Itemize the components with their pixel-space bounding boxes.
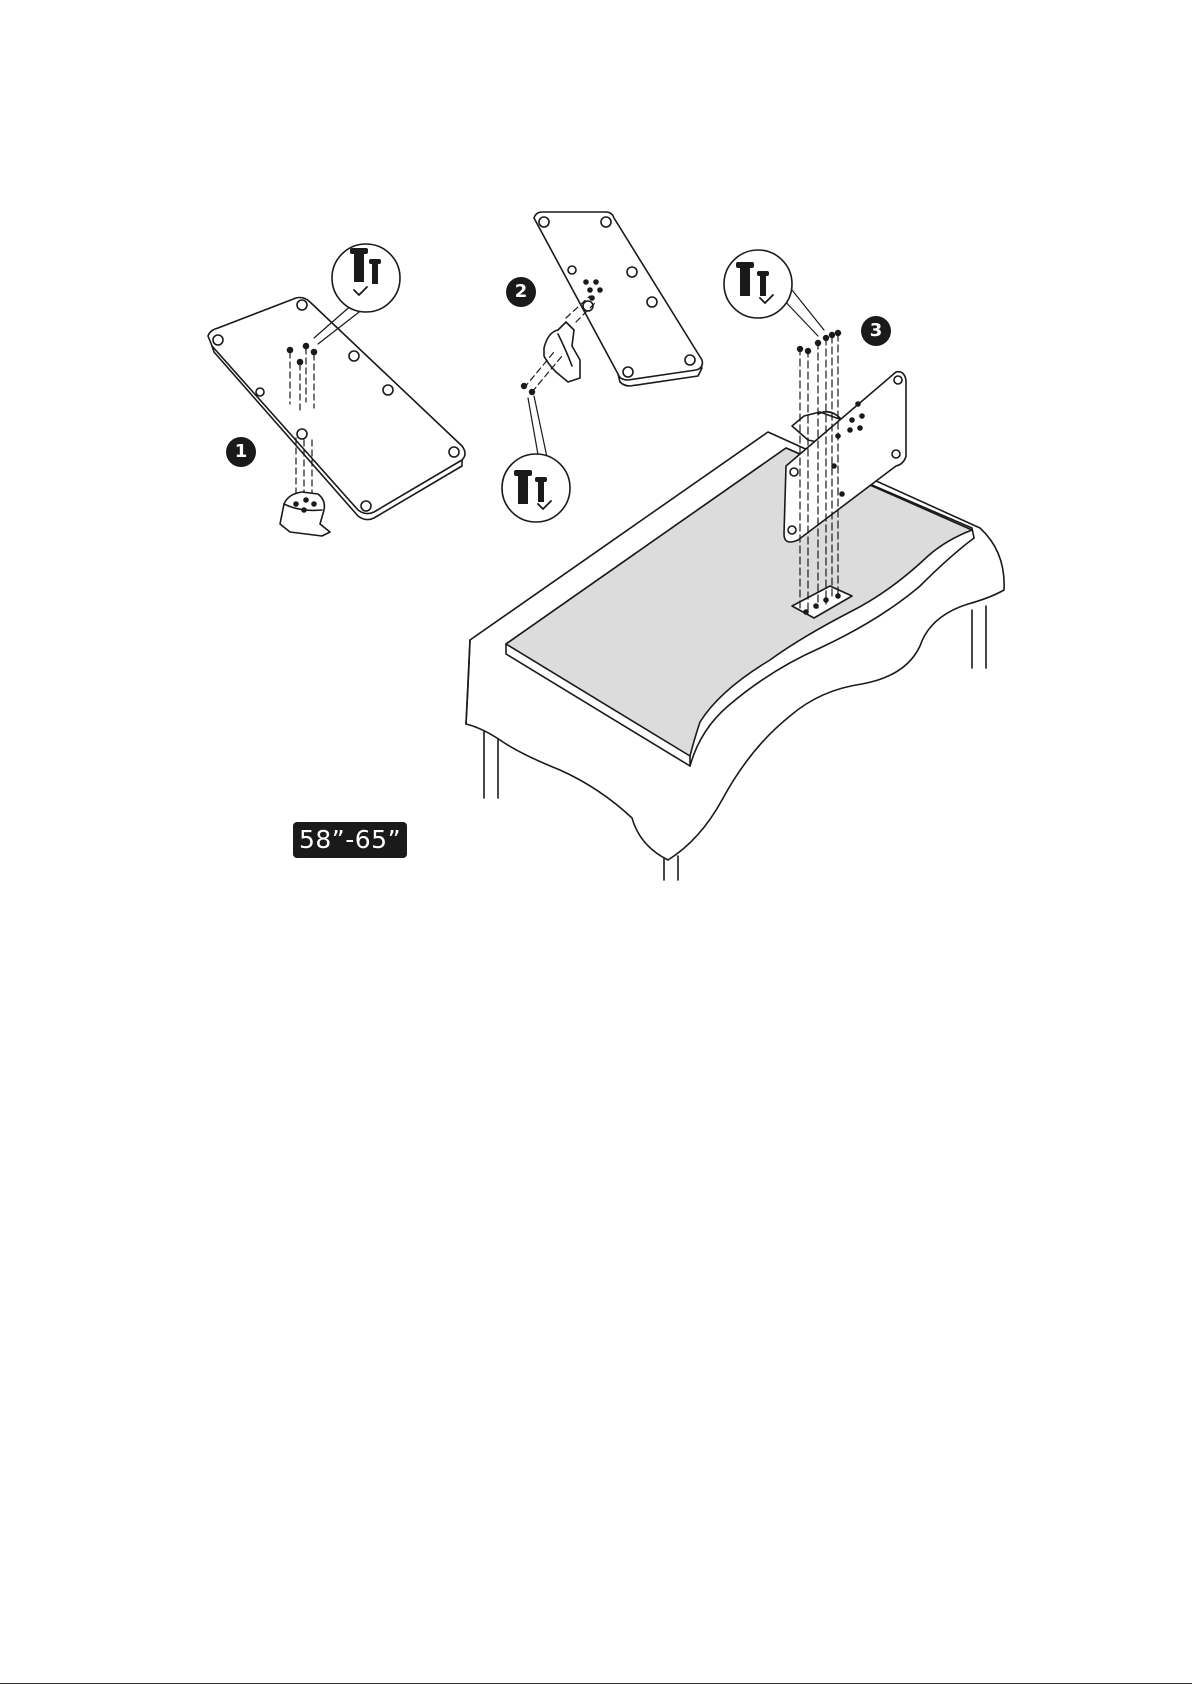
stand-base-step-1 xyxy=(208,296,465,536)
step-badge-2: 2 xyxy=(506,277,536,307)
screw-detail-icon xyxy=(724,250,824,336)
screw-detail-icon xyxy=(502,454,570,522)
screws-step-2 xyxy=(522,384,535,395)
step-badge-1: 1 xyxy=(226,437,256,467)
size-label-badge: 58”-65” xyxy=(293,822,407,858)
stand-neck xyxy=(544,322,580,382)
page-bottom-rule xyxy=(0,1683,1192,1684)
step-badge-3: 3 xyxy=(861,316,891,346)
screw-detail-icon xyxy=(332,244,400,312)
stand-base-step-2 xyxy=(522,212,703,466)
screws-step-3 xyxy=(798,331,841,354)
